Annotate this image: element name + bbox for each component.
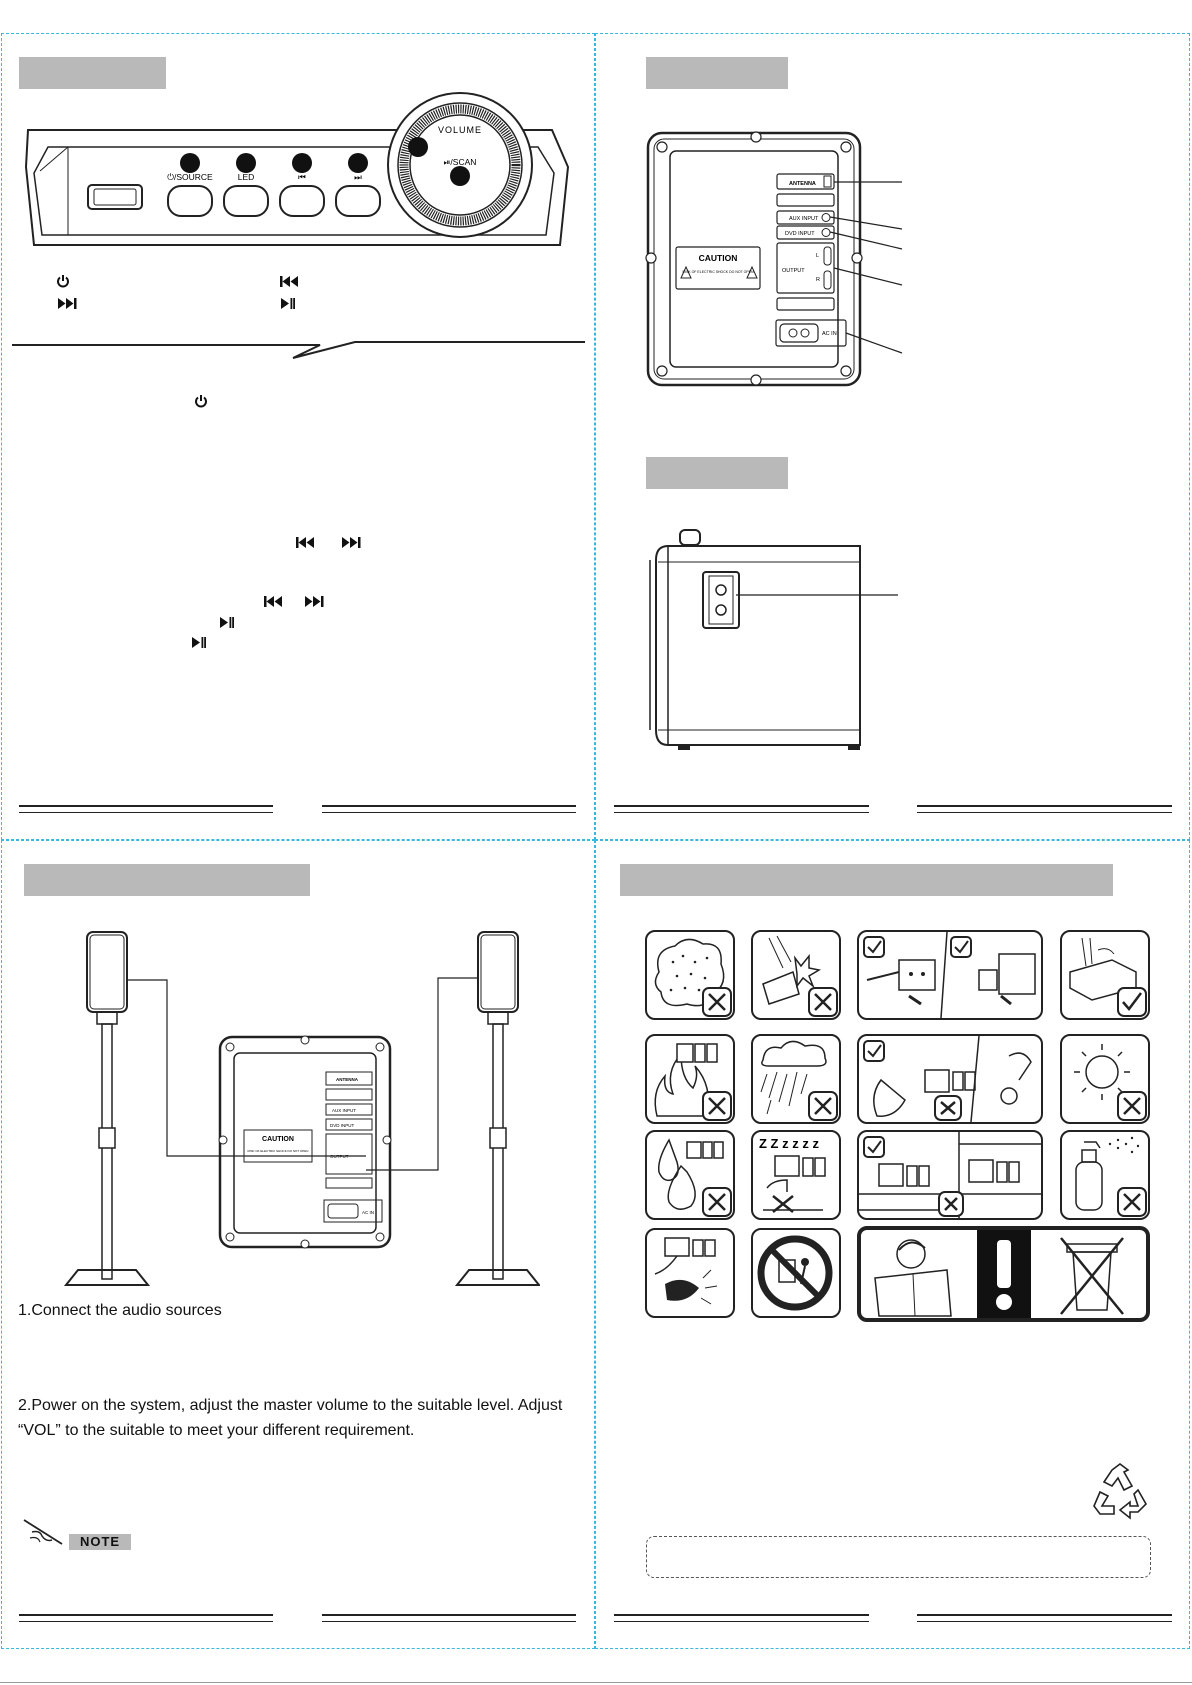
recycle-icon [1093, 1463, 1147, 1520]
impact-warning-icon [751, 930, 841, 1020]
fire-warning-icon [645, 1034, 735, 1124]
subwoofer-rear: CAUTION RISK OF ELECTRIC SHOCK DO NOT OP… [218, 1035, 392, 1249]
prev-track-icon [264, 596, 282, 607]
page-quadrant-safety [595, 840, 1190, 1649]
note-label: NOTE [79, 1534, 121, 1549]
footer-rule-left [19, 805, 273, 813]
section-header-connection [24, 864, 310, 896]
prev-button[interactable]: ⏮ [279, 153, 325, 217]
power-plug-icon [857, 930, 1043, 1020]
play-pause-icon [281, 298, 295, 309]
svg-text:ANTENNA: ANTENNA [336, 1077, 359, 1082]
connection-step-1: 1.Connect the audio sources [18, 1302, 222, 1319]
svg-text:AC IN: AC IN [362, 1210, 374, 1215]
source-button-label: ⏻/SOURCE [167, 172, 213, 182]
no-cart-tipping-icon [751, 1228, 841, 1318]
play-pause-icon [192, 637, 206, 648]
prev-track-icon [280, 276, 298, 287]
next-button[interactable]: ⏭ [335, 153, 381, 217]
rear-panel-diagram: CAUTION RISK OF ELECTRIC SHOCK DO NOT OP… [645, 131, 903, 387]
svg-text:CAUTION: CAUTION [699, 253, 738, 263]
svg-text:DVD INPUT: DVD INPUT [785, 231, 815, 237]
next-track-icon [58, 298, 77, 309]
damaged-cord-icon [645, 1228, 735, 1318]
svg-text:L: L [816, 253, 819, 259]
cleaning-icon [857, 1034, 1043, 1124]
section-header-safety [620, 864, 1113, 896]
footer-rule-right [917, 805, 1172, 813]
svg-text:RISK OF ELECTRIC SHOCK DO NOT: RISK OF ELECTRIC SHOCK DO NOT OPEN [682, 270, 754, 274]
svg-text:Z Z z z z z: Z Z z z z z [759, 1136, 819, 1151]
led-button-label: LED [238, 172, 255, 182]
volume-knob-label: VOLUME [438, 125, 482, 135]
front-panel-diagram: ⏻/SOURCE LED ⏮ ⏭ VOLUME ⏯/SCAN [24, 92, 570, 246]
page-bottom-rule [0, 1682, 1192, 1683]
footer-rule-right [917, 1614, 1172, 1622]
play-pause-icon [220, 617, 234, 628]
led-button[interactable]: LED [223, 153, 269, 217]
svg-text:AC IN: AC IN [822, 331, 837, 337]
spray-warning-icon [1060, 1130, 1150, 1220]
power-icon [57, 275, 69, 288]
connection-step-2-line-1: 2.Power on the system, adjust the master… [18, 1397, 563, 1414]
footer-rule-left [614, 805, 869, 813]
dust-warning-icon [645, 930, 735, 1020]
footer-rule-right [322, 805, 576, 813]
svg-text:AUX INPUT: AUX INPUT [332, 1108, 356, 1113]
source-button[interactable]: ⏻/SOURCE [167, 153, 213, 217]
right-speaker [454, 931, 540, 1286]
next-button-label: ⏭ [354, 172, 362, 182]
section-divider [12, 341, 585, 359]
side-panel-diagram [649, 529, 898, 750]
liquid-warning-icon [645, 1130, 735, 1220]
scan-button-label: ⏯/SCAN [444, 157, 477, 167]
caution-label: CAUTION RISK OF ELECTRIC SHOCK DO NOT OP… [675, 246, 761, 290]
svg-text:CAUTION: CAUTION [262, 1136, 294, 1143]
ventilation-icon [1060, 930, 1150, 1020]
read-manual-and-recycle-icon [857, 1226, 1150, 1322]
left-speaker [63, 931, 151, 1286]
svg-text:AUX INPUT: AUX INPUT [789, 216, 819, 222]
footer-rule-left [19, 1614, 273, 1622]
footer-rule-left [614, 1614, 869, 1622]
next-track-icon [342, 537, 361, 548]
prev-button-label: ⏮ [298, 172, 306, 182]
unplug-when-idle-icon: Z Z z z z z [751, 1130, 841, 1220]
placement-icon [857, 1130, 1043, 1220]
svg-text:R: R [816, 277, 820, 283]
section-header-rear-panel [646, 57, 788, 89]
page-quadrant-connection [1, 840, 595, 1649]
prev-track-icon [296, 537, 314, 548]
connection-step-2-line-2: “VOL” to the suitable to meet your diffe… [18, 1422, 415, 1439]
connection-diagram: CAUTION RISK OF ELECTRIC SHOCK DO NOT OP… [63, 931, 540, 1286]
svg-text:ANTENNA: ANTENNA [789, 181, 816, 187]
volume-knob[interactable]: VOLUME ⏯/SCAN [387, 92, 533, 238]
section-header-side-panel [646, 457, 788, 489]
svg-text:OUTPUT: OUTPUT [782, 268, 805, 274]
rain-warning-icon [751, 1034, 841, 1124]
sun-warning-icon [1060, 1034, 1150, 1124]
page-quadrant-rear-panel [595, 33, 1190, 840]
svg-text:DVD INPUT: DVD INPUT [330, 1123, 355, 1128]
section-header-front-panel [19, 57, 166, 89]
next-track-icon [305, 596, 324, 607]
power-icon [195, 395, 207, 408]
page-quadrant-front-panel [1, 33, 595, 840]
svg-text:RISK OF ELECTRIC SHOCK DO NOT: RISK OF ELECTRIC SHOCK DO NOT OPEN [248, 1149, 309, 1153]
display-window [87, 184, 143, 210]
notice-box [646, 1536, 1151, 1578]
note-pen-icon [23, 1519, 63, 1545]
footer-rule-right [322, 1614, 576, 1622]
note-badge: NOTE [69, 1534, 131, 1550]
